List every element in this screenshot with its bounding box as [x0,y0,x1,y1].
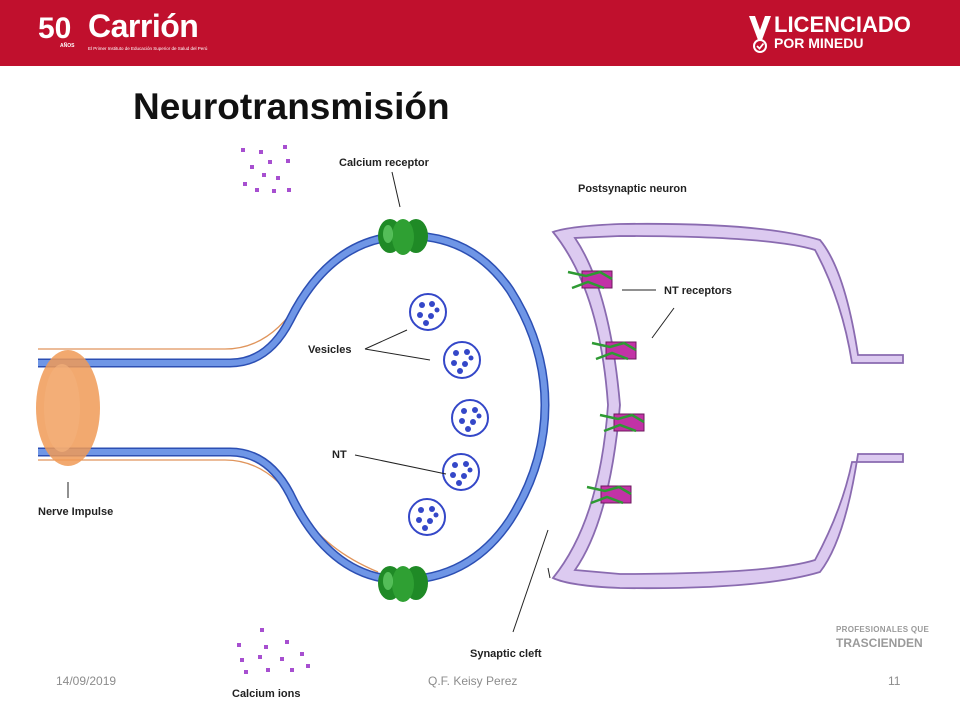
leader-nt [354,454,447,475]
calcium-receptor-bottom [378,566,428,602]
label-synaptic-cleft: Synaptic cleft [470,648,542,660]
nt-receptor [599,413,645,433]
licenciado-logo: LICENCIADO POR MINEDU [748,12,928,54]
tagline-line1: PROFESIONALES QUE [836,625,930,634]
slide-title: Neurotransmisión [133,86,450,127]
logo-number: 50 [38,12,72,45]
label-postsynaptic-neuron: Postsynaptic neuron [578,183,687,195]
leader-vesicles-2 [364,348,431,361]
vesicle [408,498,446,536]
label-nt: NT [332,449,347,461]
calcium-receptor-top [378,219,428,255]
postsynaptic-neuron [551,222,904,590]
check-badge-icon [749,16,771,53]
label-vesicles: Vesicles [308,344,351,356]
footer-date: 14/09/2019 [56,674,117,688]
label-calcium-ions: Calcium ions [232,688,300,700]
vesicle [442,453,480,491]
axon-outline-top [38,239,379,350]
footer-author: Q.F. Keisy Perez [428,674,518,688]
logo-anos: AÑOS [60,43,75,49]
tagline-line2: TRASCIENDEN [836,636,923,650]
nt-receptor [591,341,637,361]
label-nt-receptors: NT receptors [664,285,732,297]
calcium-ions-top [241,145,291,193]
leader-vesicles-1 [364,329,408,350]
nt-receptor [567,270,613,290]
calcium-ions-bottom [237,628,310,674]
vesicle [451,399,489,437]
label-nerve-impulse: Nerve Impulse [38,506,113,518]
logo-name: Carrión [88,8,199,44]
leader-synaptic-cleft-1 [512,529,549,633]
tagline: PROFESIONALES QUE TRASCIENDEN [836,625,930,650]
vesicle [409,293,447,331]
licenciado-title: LICENCIADO [774,12,911,37]
vesicle [443,341,481,379]
label-calcium-receptor: Calcium receptor [339,157,430,169]
nt-receptor [586,485,632,505]
carrion-logo: 50 AÑOS Carrión El Primer Instituto de E… [38,8,228,56]
licenciado-subtitle: POR MINEDU [774,35,864,51]
header-banner: 50 AÑOS Carrión El Primer Instituto de E… [0,0,960,66]
leader-synaptic-cleft-2 [547,567,551,579]
footer-page-number: 11 [888,674,901,688]
leader-nt-receptors-2 [651,307,675,339]
logo-subtitle: El Primer Instituto de Educación Superio… [88,46,208,51]
leader-calcium-receptor [391,171,401,208]
